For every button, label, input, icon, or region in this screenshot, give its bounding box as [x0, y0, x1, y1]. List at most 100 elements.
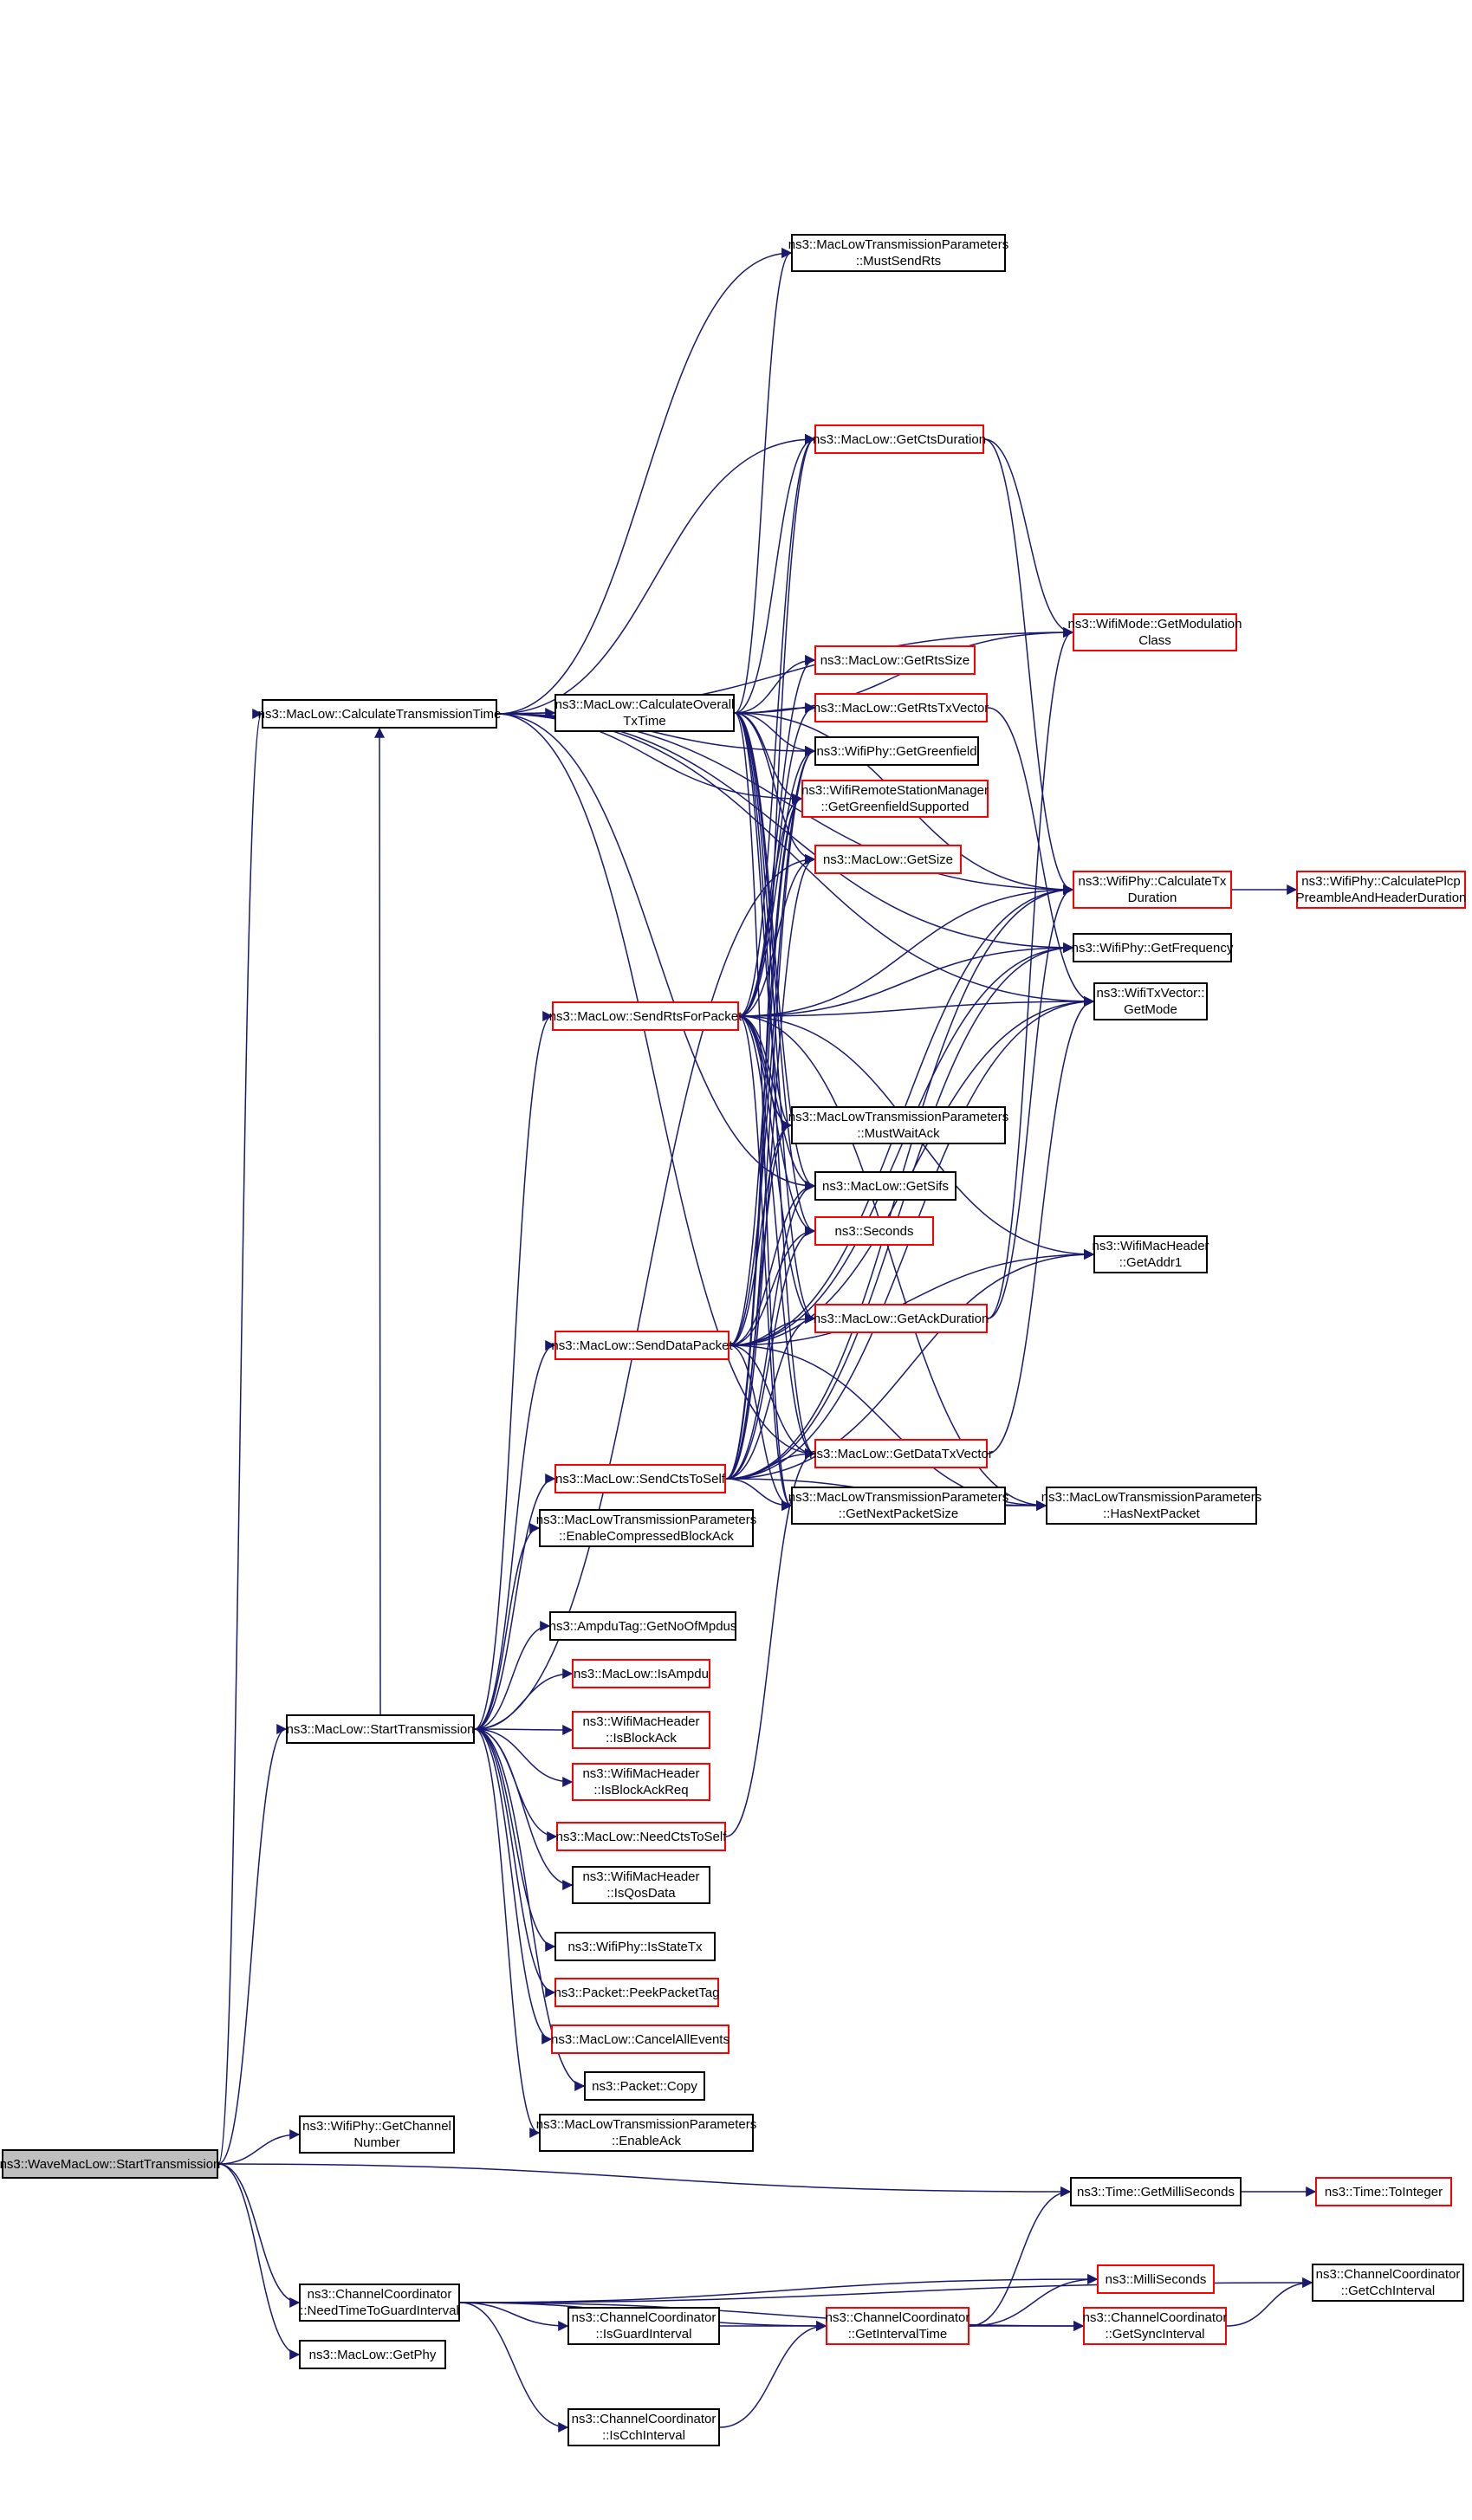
node-is-ampdu[interactable]: ns3::MacLow::IsAmpdu: [572, 1659, 710, 1688]
node-label-line: ns3::MacLow::SendCtsToSelf: [555, 1471, 725, 1487]
edge-start-tx-to-packet-copy: [474, 1728, 586, 2091]
edge-send-data-to-get-frequency: [729, 943, 1074, 1346]
node-label-line: ns3::MacLow::GetRtsSize: [820, 652, 970, 668]
node-label-line: ns3::MacLowTransmissionParameters: [788, 237, 1009, 252]
node-get-size[interactable]: ns3::MacLow::GetSize: [814, 845, 962, 874]
node-get-rts-size[interactable]: ns3::MacLow::GetRtsSize: [814, 645, 976, 675]
edge-need-guard-to-is-cch: [459, 2302, 569, 2433]
edge-need-guard-to-get-sync: [459, 2302, 1085, 2331]
node-label-line: ns3::MacLow::GetDataTxVector: [809, 1446, 993, 1461]
node-label-line: ::NeedTimeToGuardInterval: [300, 2303, 459, 2318]
node-label-line: ns3::WifiPhy::GetChannel: [302, 2119, 451, 2134]
node-get-interval[interactable]: ns3::ChannelCoordinator::GetIntervalTime: [826, 2307, 969, 2345]
edge-send-rts-to-calc-tx-dur: [738, 884, 1074, 1017]
node-seconds[interactable]: ns3::Seconds: [814, 1216, 934, 1246]
node-label-line: TxTime: [623, 714, 666, 729]
node-label-line: ns3::MacLow::StartTransmission: [286, 1721, 475, 1737]
edge-start-tx-to-is-state-tx: [474, 1728, 556, 1952]
node-label-line: ns3::MacLow::IsAmpdu: [574, 1666, 709, 1681]
node-get-ack-dur[interactable]: ns3::MacLow::GetAckDuration: [814, 1304, 989, 1333]
edge-send-rts-to-get-ack-dur: [738, 1015, 816, 1324]
edge-start-tx-to-send-data: [474, 1340, 556, 1730]
node-label-line: ns3::MacLow::GetSize: [822, 852, 954, 867]
node-is-state-tx: ns3::WifiPhy::IsStateTx: [554, 1932, 716, 1961]
edge-send-cts-self-to-get-greenfield: [725, 746, 816, 1480]
node-gf-supported[interactable]: ns3::WifiRemoteStationManager::GetGreenf…: [801, 780, 989, 818]
edge-send-cts-self-to-get-size: [725, 854, 816, 1480]
edge-calc-overall-to-get-greenfield: [734, 712, 816, 756]
edge-send-data-to-next-pkt-size: [729, 1344, 793, 1511]
node-must-send-rts: ns3::MacLowTransmissionParameters::MustS…: [788, 234, 1009, 272]
edge-need-guard-to-is-guard: [459, 2302, 569, 2331]
node-label-line: ns3::ChannelCoordinator: [825, 2310, 970, 2325]
node-get-cch: ns3::ChannelCoordinator::GetCchInterval: [1312, 2264, 1464, 2302]
node-has-next-pkt: ns3::MacLowTransmissionParameters::HasNe…: [1041, 1487, 1261, 1525]
edge-calc-overall-to-get-rts-size: [734, 655, 816, 714]
node-to-integer[interactable]: ns3::Time::ToInteger: [1315, 2177, 1452, 2206]
edge-get-cts-dur-to-get-mod-class: [983, 438, 1074, 638]
node-label-line: ns3::MacLowTransmissionParameters: [788, 1490, 1009, 1505]
node-label-line: ns3::WifiPhy::GetGreenfield: [816, 743, 977, 759]
node-label-line: ns3::MacLow::SendDataPacket: [551, 1338, 733, 1353]
node-label-line: GetMode: [1124, 1002, 1177, 1017]
node-get-frequency: ns3::WifiPhy::GetFrequency: [1072, 933, 1233, 962]
edge-get-ack-dur-to-calc-tx-dur: [987, 884, 1074, 1319]
node-is-guard: ns3::ChannelCoordinator::IsGuardInterval: [567, 2307, 720, 2345]
node-label-line: ns3::MacLow::SendRtsForPacket: [548, 1008, 742, 1024]
edge-need-guard-to-milliseconds: [459, 2274, 1099, 2303]
edge-start-tx-to-is-qos-data: [474, 1728, 574, 1890]
node-need-cts-self[interactable]: ns3::MacLow::NeedCtsToSelf: [556, 1822, 726, 1851]
node-is-cch: ns3::ChannelCoordinator::IsCchInterval: [567, 2408, 720, 2446]
edge-start-tx-to-get-no-mpdus: [474, 1621, 551, 1730]
edge-send-data-to-must-wait-ack: [729, 1120, 793, 1346]
node-get-phy: ns3::MacLow::GetPhy: [299, 2340, 446, 2369]
node-is-block-ack-req[interactable]: ns3::WifiMacHeader::IsBlockAckReq: [572, 1763, 710, 1801]
edge-calc-tx-time-to-gf-supported: [496, 713, 803, 804]
node-label-line: ::IsCchInterval: [602, 2428, 685, 2443]
node-is-block-ack[interactable]: ns3::WifiMacHeader::IsBlockAck: [572, 1711, 710, 1749]
node-label-line: ns3::MacLow::NeedCtsToSelf: [555, 1829, 727, 1844]
edge-send-rts-to-get-cts-dur: [738, 434, 816, 1017]
node-label-line: ns3::MacLow::CalculateOverall: [554, 697, 735, 712]
edge-get-data-txv-to-get-mode: [987, 996, 1095, 1454]
node-label-line: ns3::MilliSeconds: [1105, 2271, 1207, 2287]
node-label-line: ::MustSendRts: [855, 254, 942, 269]
node-label-line: ::IsGuardInterval: [595, 2327, 692, 2342]
node-label-line: ns3::MacLow::GetSifs: [822, 1178, 949, 1194]
node-label-line: ns3::Seconds: [834, 1223, 914, 1239]
node-cancel-events[interactable]: ns3::MacLow::CancelAllEvents: [551, 2024, 730, 2054]
edge-get-interval-to-get-milli: [969, 2186, 1072, 2327]
node-send-rts[interactable]: ns3::MacLow::SendRtsForPacket: [548, 1001, 742, 1031]
node-label-line: ns3::WifiPhy::CalculatePlcp: [1301, 874, 1461, 889]
node-get-mode: ns3::WifiTxVector::GetMode: [1093, 982, 1208, 1020]
edge-wave-start-to-start-tx: [217, 1724, 288, 2165]
edge-start-tx-to-send-rts: [474, 1011, 554, 1730]
node-get-cts-dur[interactable]: ns3::MacLow::GetCtsDuration: [813, 424, 986, 454]
node-send-cts-self[interactable]: ns3::MacLow::SendCtsToSelf: [554, 1464, 726, 1493]
edge-wave-start-to-get-phy: [217, 2163, 301, 2360]
node-label-line: ns3::ChannelCoordinator: [307, 2287, 452, 2302]
node-label-line: ns3::WifiTxVector::: [1096, 986, 1205, 1001]
edge-need-cts-self-to-get-data-txv: [725, 1448, 816, 1837]
node-get-rts-txv[interactable]: ns3::MacLow::GetRtsTxVector: [814, 693, 989, 722]
node-get-data-txv[interactable]: ns3::MacLow::GetDataTxVector: [809, 1439, 993, 1468]
node-label-line: ns3::WifiRemoteStationManager: [801, 783, 989, 798]
node-send-data[interactable]: ns3::MacLow::SendDataPacket: [551, 1331, 733, 1360]
node-label-line: ns3::ChannelCoordinator: [571, 2412, 717, 2426]
edge-get-rts-txv-to-get-mode: [987, 707, 1095, 1007]
node-label-line: ns3::Packet::PeekPacketTag: [554, 1985, 720, 2000]
node-get-sync[interactable]: ns3::ChannelCoordinator::GetSyncInterval: [1083, 2307, 1227, 2345]
edge-send-rts-to-get-greenfield: [738, 746, 816, 1017]
node-get-sifs: ns3::MacLow::GetSifs: [814, 1171, 956, 1201]
node-label-line: Number: [353, 2135, 400, 2150]
edge-wave-start-to-calc-tx-time: [217, 709, 263, 2165]
node-milliseconds[interactable]: ns3::MilliSeconds: [1097, 2264, 1215, 2294]
edge-send-rts-to-gf-supported: [738, 794, 803, 1017]
edge-wave-start-to-get-channel-num: [217, 2129, 301, 2165]
edge-send-rts-to-get-frequency: [738, 943, 1074, 1017]
edge-calc-overall-to-get-data-txv: [734, 712, 816, 1459]
node-peek-tag[interactable]: ns3::Packet::PeekPacketTag: [554, 1978, 719, 2007]
